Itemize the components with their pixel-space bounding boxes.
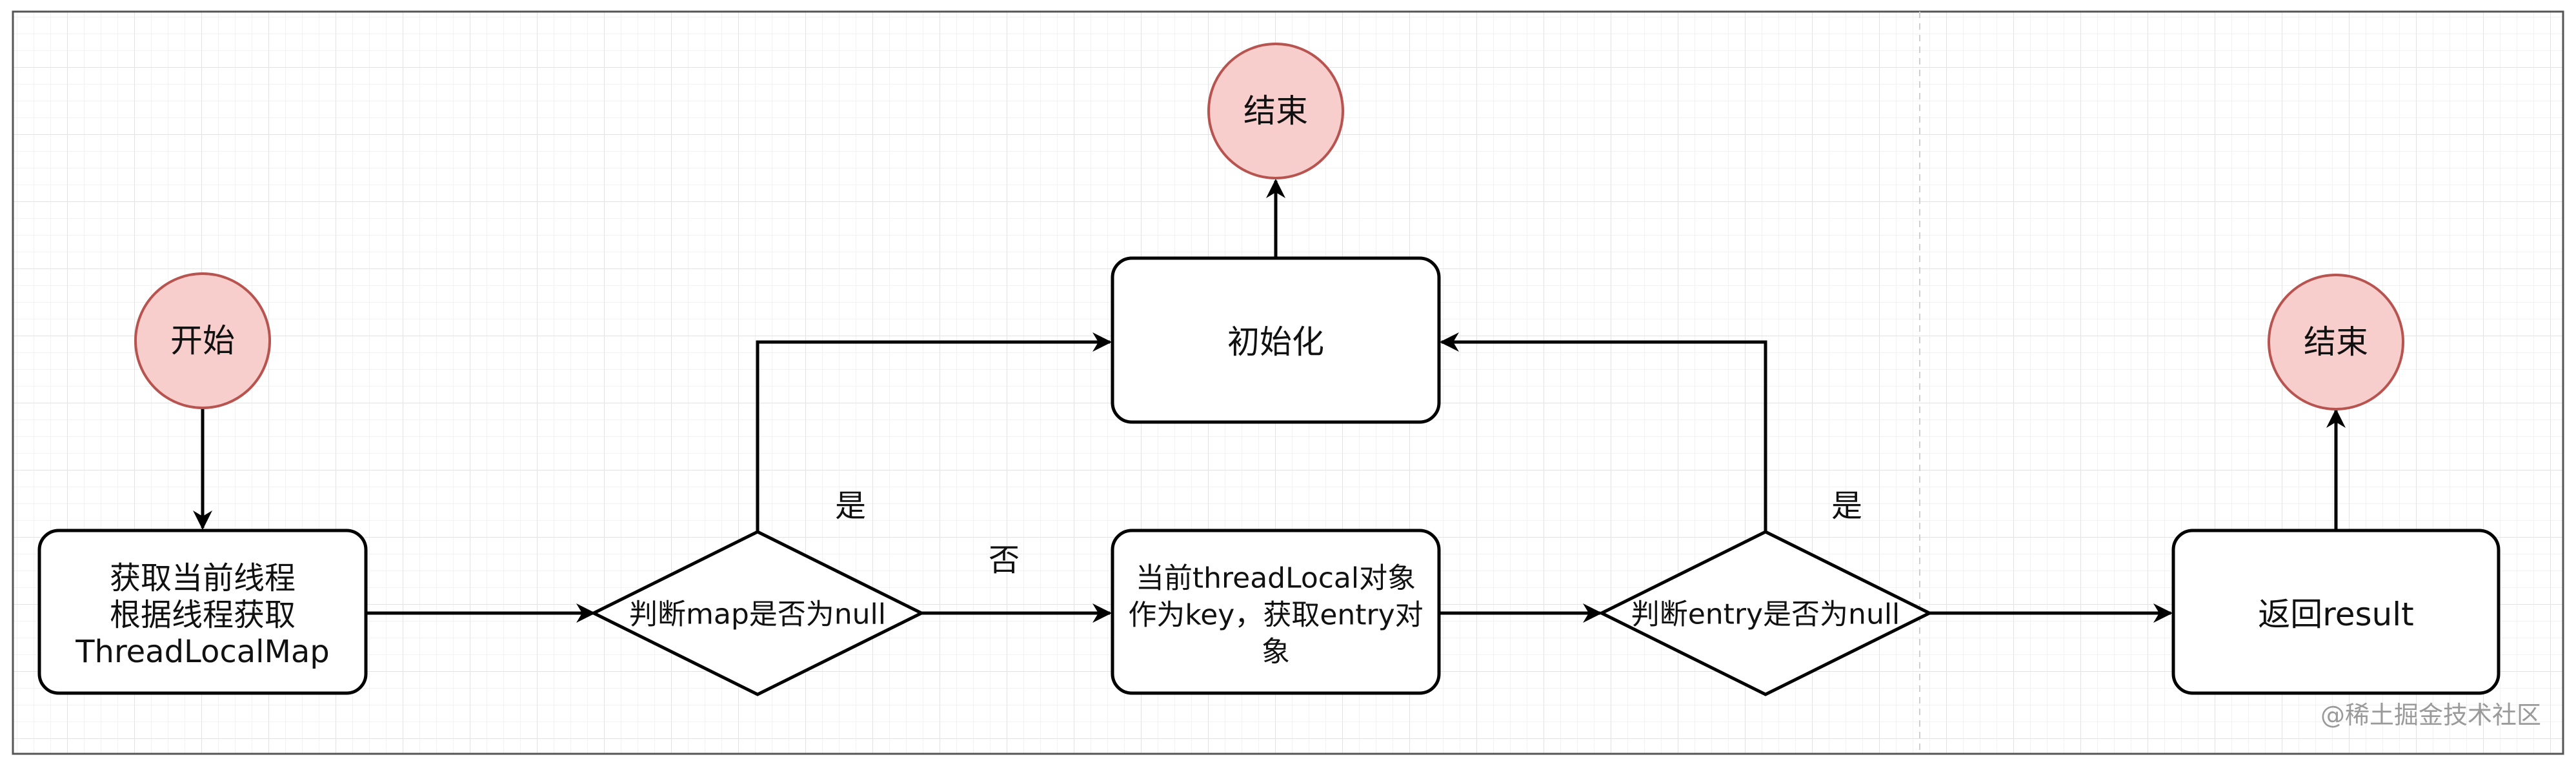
get-entry-line-3: 象 xyxy=(1262,636,1290,669)
start-circle xyxy=(134,272,271,409)
init-label: 初始化 xyxy=(1227,323,1324,361)
get-entry-box xyxy=(1111,529,1441,695)
node-start: 开始 xyxy=(134,272,271,409)
check-map-diamond xyxy=(590,530,925,696)
get-map-box xyxy=(37,529,368,695)
end-top-circle xyxy=(1207,43,1344,179)
edge-label-map-yes: 是 xyxy=(835,488,866,524)
check-entry-label: 判断entry是否为null xyxy=(1631,598,1900,631)
edge-label-entry-yes: 是 xyxy=(1831,488,1862,524)
node-get-map: 获取当前线程 根据线程获取 ThreadLocalMap xyxy=(37,529,368,695)
check-entry-diamond xyxy=(1598,530,1933,696)
return-result-box xyxy=(2171,529,2501,695)
start-label: 开始 xyxy=(170,322,235,359)
end-top-label: 结束 xyxy=(1243,92,1308,130)
edges xyxy=(193,179,2346,623)
watermark-text: @稀土掘金技术社区 xyxy=(2320,701,2541,729)
get-map-line-3: ThreadLocalMap xyxy=(75,634,330,670)
node-check-entry-null: 判断entry是否为null xyxy=(1598,530,1933,696)
node-check-map-null: 判断map是否为null xyxy=(590,530,925,696)
node-end-right: 结束 xyxy=(2268,274,2404,410)
check-map-label: 判断map是否为null xyxy=(629,598,886,631)
get-map-line-2: 根据线程获取 xyxy=(110,597,296,633)
node-get-entry: 当前threadLocal对象 作为key，获取entry对 象 xyxy=(1111,529,1441,695)
edge-check-map-yes-to-init xyxy=(756,332,1112,532)
canvas-border xyxy=(12,10,2564,755)
node-return-result: 返回result xyxy=(2171,529,2501,695)
node-end-top: 结束 xyxy=(1207,43,1344,179)
node-init: 初始化 xyxy=(1111,256,1441,424)
init-box xyxy=(1111,256,1441,424)
get-entry-line-2: 作为key，获取entry对 xyxy=(1128,599,1423,632)
return-result-label: 返回result xyxy=(2258,596,2413,633)
get-map-line-1: 获取当前线程 xyxy=(110,560,296,596)
edge-label-map-no: 否 xyxy=(989,542,1020,578)
edge-check-entry-yes-to-init xyxy=(1440,332,1767,532)
get-entry-line-1: 当前threadLocal对象 xyxy=(1136,562,1416,595)
end-right-circle xyxy=(2268,274,2404,410)
end-right-label: 结束 xyxy=(2304,323,2368,361)
